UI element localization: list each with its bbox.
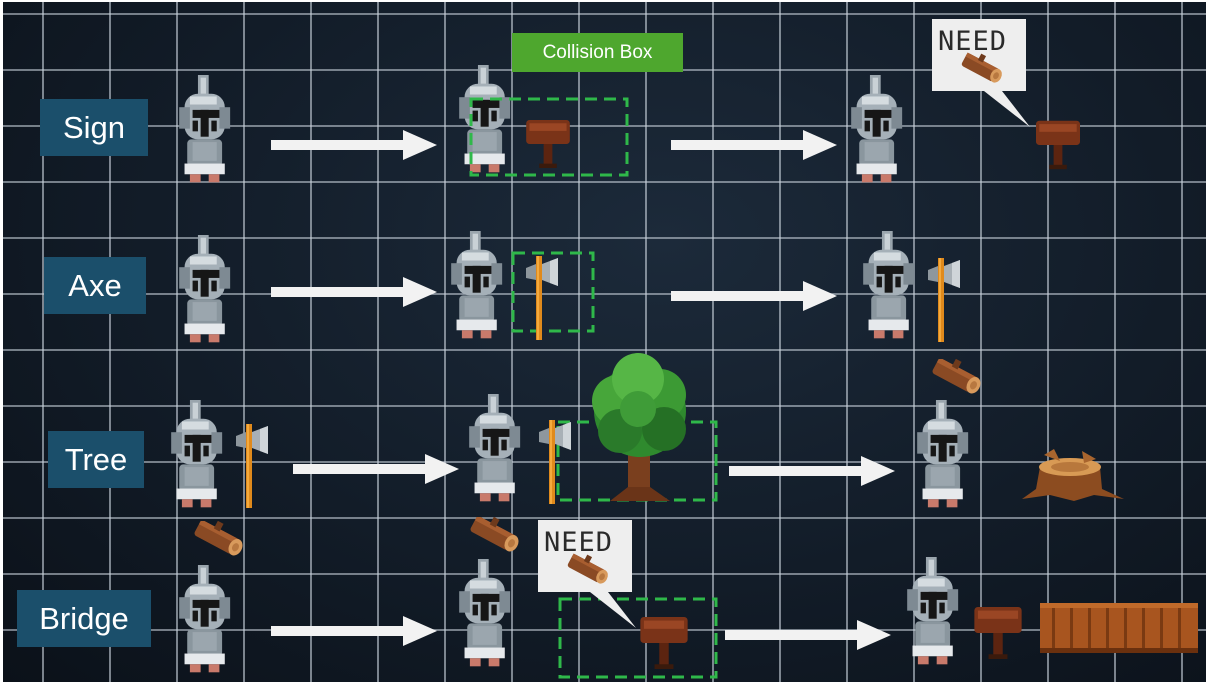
diagram-canvas: Sign Axe Tree Bridge Collision Box <box>3 2 1206 682</box>
knight-sprite <box>469 394 521 502</box>
axe-sprite <box>928 258 960 342</box>
tree-sprite <box>592 353 686 501</box>
row-label-tree: Tree <box>48 431 144 488</box>
right-arrow <box>271 616 437 646</box>
knight-sprite <box>851 75 903 183</box>
row-label-bridge: Bridge <box>17 590 151 647</box>
sign-post-sprite <box>1036 120 1080 170</box>
knight-sprite <box>863 231 915 339</box>
row-label-axe: Axe <box>44 257 146 314</box>
need-text: NEED <box>938 26 1007 57</box>
bridge-planks-sprite <box>1040 603 1198 653</box>
knight-sprite <box>171 400 223 508</box>
need-speech-bubble: NEED <box>932 19 1030 127</box>
right-arrow <box>725 620 891 650</box>
sign-post-sprite <box>526 120 570 168</box>
row-label-sign: Sign <box>40 99 148 156</box>
background-grid <box>3 2 1206 682</box>
log-sprite <box>469 517 522 554</box>
right-arrow <box>671 130 837 160</box>
right-arrow <box>671 281 837 311</box>
collision-box <box>469 97 629 177</box>
need-speech-bubble: NEED <box>538 520 636 628</box>
right-arrow <box>729 456 895 486</box>
right-arrow <box>293 454 459 484</box>
collision-box <box>558 597 718 679</box>
knight-sprite <box>907 557 959 665</box>
stump-sprite <box>1022 449 1124 501</box>
knight-sprite <box>459 559 511 667</box>
knight-sprite <box>179 75 231 183</box>
need-text: NEED <box>544 527 613 558</box>
axe-sprite <box>526 256 558 340</box>
log-sprite <box>931 359 984 396</box>
knight-sprite <box>917 400 969 508</box>
sign-post-sprite <box>974 607 1022 659</box>
right-arrow <box>271 277 437 307</box>
knight-sprite <box>179 235 231 343</box>
axe-sprite <box>539 420 571 504</box>
log-sprite <box>193 521 246 558</box>
axe-sprite <box>236 424 268 508</box>
sign-post-sprite <box>640 617 688 669</box>
collision-box-label: Collision Box <box>512 33 683 72</box>
collision-box <box>511 251 595 333</box>
right-arrow <box>271 130 437 160</box>
knight-sprite <box>179 565 231 673</box>
knight-sprite <box>451 231 503 339</box>
